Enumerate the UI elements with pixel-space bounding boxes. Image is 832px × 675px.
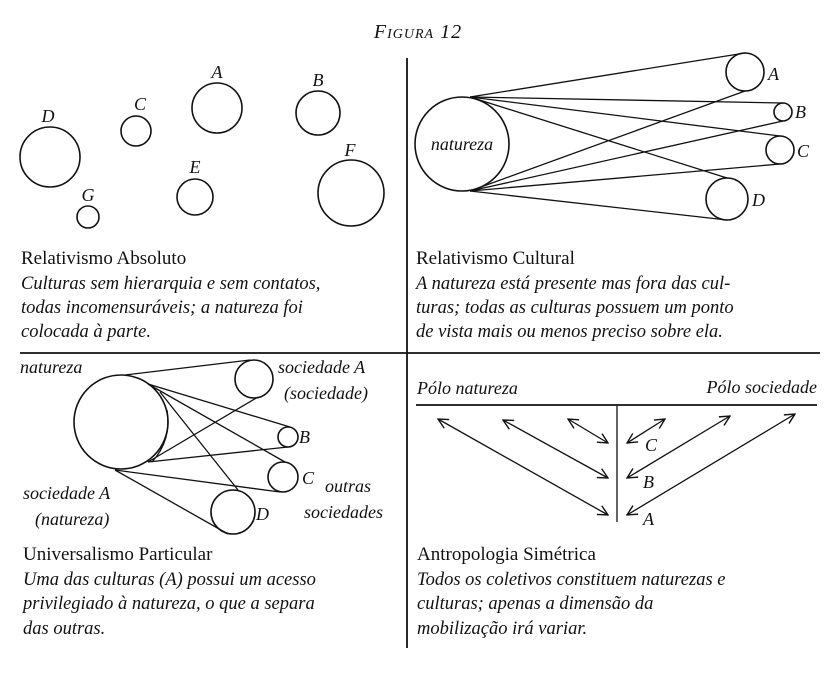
culture-circle-d [19, 126, 81, 188]
natureza-paren-label: (natureza) [35, 509, 109, 530]
culture-circle-a [191, 82, 243, 134]
caption-line: turas; todas as culturas possuem um pont… [416, 298, 734, 318]
caption-line: Todos os coletivos constituem naturezas … [417, 570, 726, 590]
caption-line: Uma das culturas (A) possui um acesso [23, 570, 316, 590]
label-d: D [255, 504, 269, 524]
connection-lines [114, 359, 291, 535]
culture-circle-e [176, 178, 214, 216]
sociedade-a-label: sociedade A [278, 357, 366, 377]
heading: Relativismo Absoluto [21, 248, 186, 269]
heading: Universalismo Particular [23, 544, 213, 565]
caption-line: colocada à parte. [21, 322, 151, 342]
culture-circle-f [317, 159, 385, 227]
label-d: D [41, 106, 55, 126]
heading: Antropologia Simétrica [417, 544, 596, 565]
quadrant-relativismo-absoluto: D C A B E F G Relativismo Absoluto Cultu… [19, 62, 385, 342]
culture-circle-a [725, 52, 765, 92]
society-a-nature-circle [73, 374, 169, 470]
caption-line: culturas; apenas a dimensão da [417, 594, 653, 614]
pole-society-label: Pólo sociedade [706, 377, 817, 397]
label-b: B [299, 427, 310, 447]
figure-title: Figura 12 [373, 21, 462, 43]
label-c: C [797, 141, 810, 161]
arrow-c-nature [568, 419, 608, 443]
caption-line: A natureza está presente mas fora das cu… [414, 274, 730, 294]
culture-circle-b [773, 102, 793, 122]
label-b: B [795, 102, 806, 122]
caption-line: privilegiado à natureza, o que a separa [21, 594, 315, 614]
sociedade-a-bottom-label: sociedade A [23, 483, 111, 503]
label-c: C [302, 468, 315, 488]
society-b-circle [277, 426, 299, 448]
culture-circle-d [705, 177, 749, 221]
heading: Relativismo Cultural [416, 248, 575, 269]
label-a: A [211, 62, 224, 82]
caption-line: de vista mais ou menos preciso sobre ela… [416, 322, 723, 342]
label-c: C [645, 435, 658, 455]
arrow-a-society [627, 414, 795, 515]
label-f: F [344, 140, 357, 160]
arrow-b-nature [503, 420, 608, 478]
caption-line: todas incomensuráveis; a natureza foi [21, 298, 303, 318]
arrow-c-society [627, 419, 665, 443]
culture-circle-c [765, 135, 795, 165]
mobilization-arrows [438, 414, 795, 515]
natureza-label: natureza [20, 357, 82, 377]
caption-line: Culturas sem hierarquia e sem contatos, [21, 274, 320, 294]
sociedades-label: sociedades [304, 502, 383, 522]
pole-nature-label: Pólo natureza [416, 378, 518, 398]
quadrant-universalismo-particular: natureza sociedade A (sociedade) B C D s… [20, 357, 383, 639]
label-a: A [642, 509, 655, 529]
label-c: C [134, 94, 147, 114]
label-g: G [82, 185, 95, 205]
culture-circle-g [76, 205, 100, 229]
society-c-circle [267, 461, 299, 493]
label-b: B [313, 70, 324, 90]
nature-label: natureza [431, 134, 493, 154]
label-d: D [751, 190, 765, 210]
label-a: A [767, 64, 780, 84]
label-e: E [189, 157, 201, 177]
society-a-circle [234, 359, 274, 399]
caption-line: mobilização irá variar. [417, 619, 587, 639]
quadrant-antropologia-simetrica: Pólo natureza Pólo sociedade C B A Antro… [416, 377, 817, 639]
arrow-a-nature [438, 419, 608, 515]
outras-label: outras [325, 476, 371, 496]
nature-circle [414, 96, 510, 192]
culture-circle-b [295, 90, 341, 136]
label-b: B [643, 472, 654, 492]
culture-circle-c [120, 115, 152, 147]
connection-lines [469, 52, 784, 221]
sociedade-paren-label: (sociedade) [284, 383, 368, 404]
quadrant-relativismo-cultural: natureza A B C D Relativismo Cultural A … [414, 52, 810, 342]
arrow-b-society [627, 416, 730, 478]
society-d-circle [210, 489, 256, 535]
caption-line: das outras. [23, 619, 105, 639]
